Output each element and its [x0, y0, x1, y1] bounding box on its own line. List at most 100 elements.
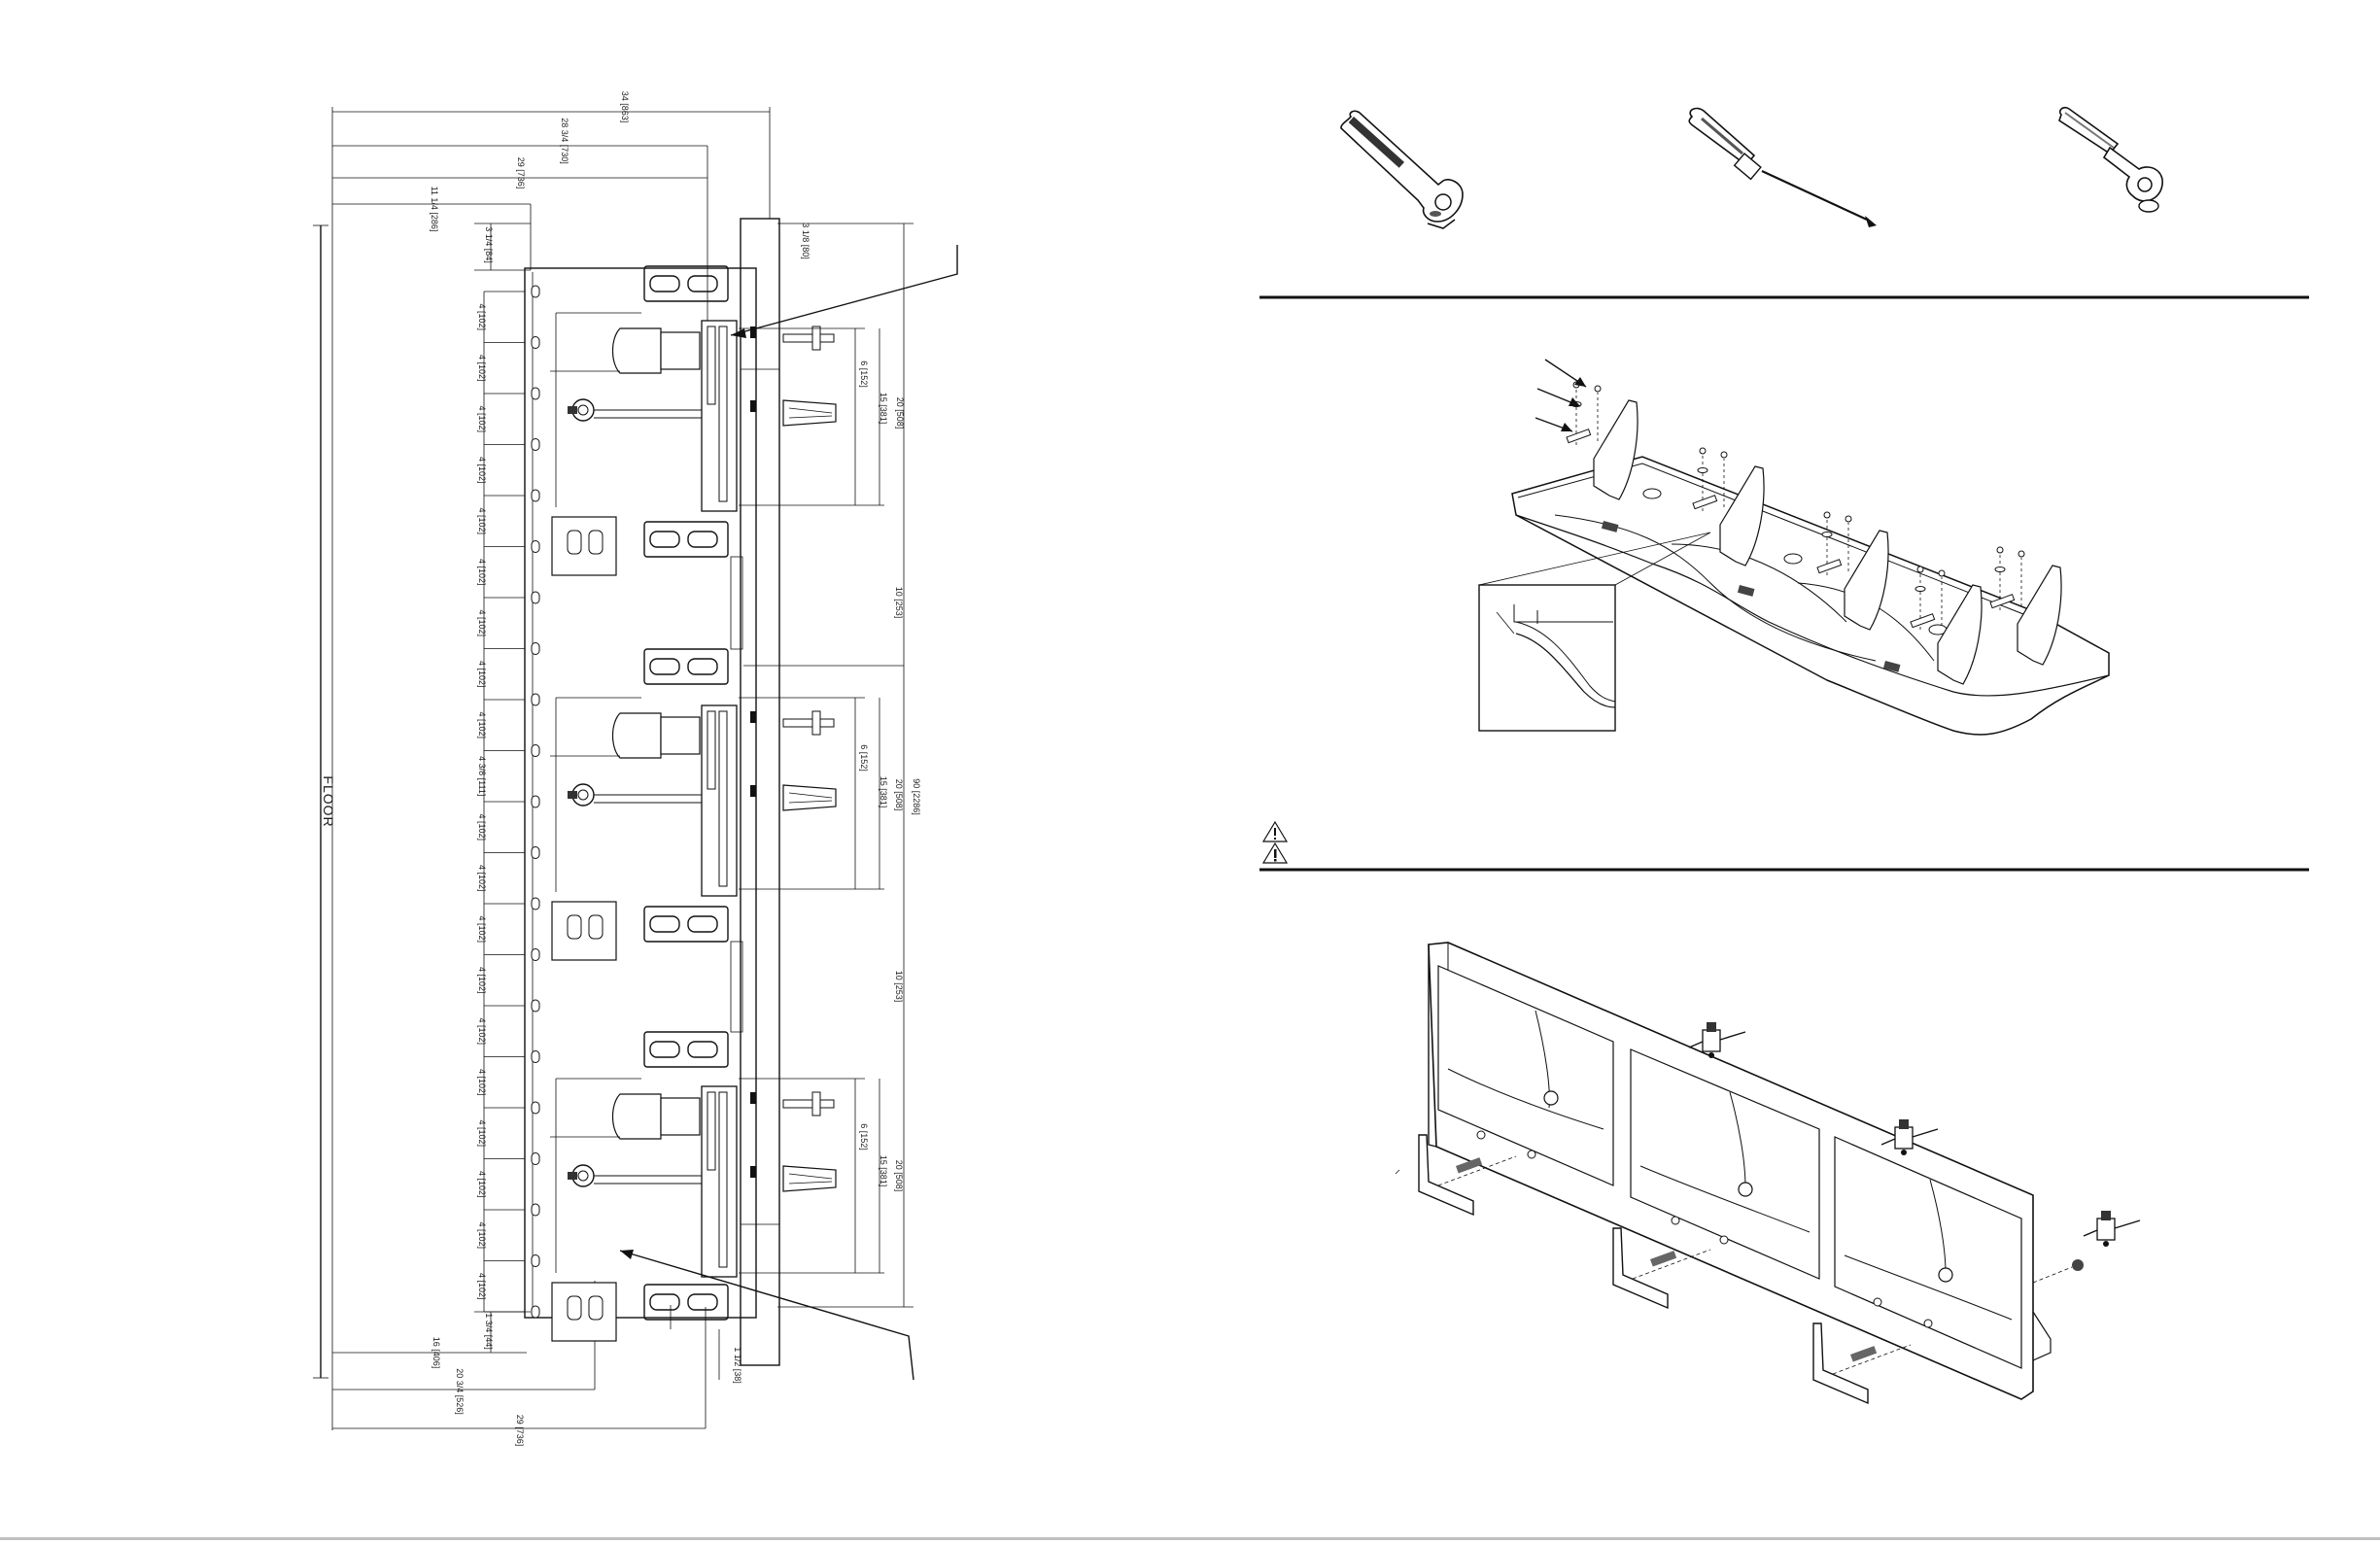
stud-spacing-label: 4 3/8 [111]	[477, 756, 487, 796]
stud-hole	[531, 438, 540, 451]
stud-hole	[531, 591, 540, 604]
dim-bottom-3: 29 [736]	[515, 1415, 525, 1447]
stud-hole	[531, 489, 540, 502]
tools-row	[1340, 106, 2163, 229]
dim-right-3: 15 [381]	[879, 393, 888, 425]
bracket-assembly-step	[1478, 359, 2110, 736]
plumbing-station	[550, 697, 837, 961]
dim-right-10: 20 [508]	[894, 1160, 904, 1192]
stud-hole	[531, 744, 540, 757]
l-brackets	[1566, 381, 2062, 685]
hanger-bracket-middle	[1612, 1227, 1669, 1310]
callout-leader-top	[730, 245, 958, 336]
l-bracket	[1816, 511, 1889, 631]
stud-spacing-label: 4 [102]	[477, 559, 487, 586]
stud-hole	[531, 387, 540, 400]
stud-hole	[531, 1101, 540, 1115]
electrical-outlet	[551, 1282, 617, 1342]
dim-right-1: 20 [508]	[895, 397, 905, 429]
stud-spacing-label: 4 [102]	[477, 1273, 487, 1300]
plumbing-station	[550, 312, 837, 576]
valve-fitting-2	[1880, 1119, 1939, 1155]
stud-spacing-label: 4 [102]	[477, 303, 487, 330]
stud-hole	[531, 1305, 540, 1319]
dim-right-5: 20 [508]	[894, 779, 904, 811]
hanger-bracket-left	[1418, 1134, 1474, 1217]
dim-bottom-5: 1 1/2 [38]	[733, 1347, 742, 1384]
dim-right-12: 15 [381]	[879, 1155, 888, 1187]
dim-right-9: 10 [253]	[894, 971, 904, 1003]
screwdriver-icon	[1688, 107, 1877, 227]
l-bracket	[1692, 447, 1765, 566]
callout-leader-bottom	[619, 1250, 914, 1381]
dim-top-2: 28 3/4 [730]	[560, 118, 569, 164]
stud-spacing-label: 4 [102]	[477, 507, 487, 534]
dim-right-7: 15 [381]	[879, 776, 888, 808]
plumbing-stations	[550, 312, 837, 1342]
stud-hole	[531, 897, 540, 910]
countertop-section	[740, 218, 780, 1366]
dim-right-2: 6 [152]	[859, 360, 869, 388]
valve-fitting-1	[1688, 1022, 1746, 1058]
stud-hole	[531, 999, 540, 1013]
dim-bottom-2: 20 3/4 [526]	[455, 1368, 465, 1415]
stud-spacing-label: 4 [102]	[477, 915, 487, 943]
dim-right-4: 10 [253]	[894, 587, 904, 619]
countertop-mounting-step	[1395, 942, 2141, 1405]
stud-spacing-label: 4 [102]	[477, 1069, 487, 1096]
dim-top-4: 11 1/4 [286]	[430, 187, 439, 232]
stud-hole	[531, 540, 540, 553]
wrench-icon	[1340, 110, 1464, 229]
stud-spacing-label: 4 [102]	[477, 405, 487, 432]
dim-top-6: 3 1/8 [80]	[801, 223, 811, 259]
dim-overall-width: 90 [2286]	[912, 778, 921, 815]
stud-spacing-label: 4 [102]	[477, 865, 487, 892]
dim-right-11: 6 [152]	[859, 1123, 869, 1150]
top-dimension-lines	[331, 107, 771, 1430]
dim-top-3: 29 [736]	[516, 157, 526, 189]
warning-triangle-icon	[1261, 820, 1289, 864]
stud-spacing-label: 4 [102]	[477, 813, 487, 841]
stud-hole	[531, 1050, 540, 1063]
stud-spacing-label: 4 [102]	[477, 1221, 487, 1249]
stud-hole	[531, 642, 540, 655]
dim-bottom-4: 1 3/4 [44]	[484, 1313, 494, 1350]
hanger-bracket-right	[1812, 1322, 1869, 1405]
right-dimension-lines	[739, 223, 914, 1308]
countertop	[1511, 456, 2110, 736]
dim-overall-height: 34 [863]	[620, 91, 630, 123]
dim-right-6: 6 [152]	[859, 744, 869, 772]
floor-label: FLOOR	[321, 775, 336, 827]
stud-hole	[531, 285, 540, 298]
wall-elevation: FLOOR 34 [863] 28 3/4 [730] 29 [736] 11 …	[313, 91, 958, 1447]
stud-hole	[531, 948, 540, 961]
stud-hole	[531, 1254, 540, 1267]
stud-hole	[531, 1152, 540, 1165]
socket-wrench-icon	[2058, 106, 2163, 213]
valve-fitting-3	[2083, 1211, 2141, 1247]
stud-spacing-label: 4 [102]	[477, 1119, 487, 1147]
stud-holes: 4 [102] 4 [102] 4 [102] 4 [102] 4 [102] 4 [10…	[477, 285, 540, 1319]
stud-spacing-label: 4 [102]	[477, 457, 487, 484]
l-bracket	[1910, 566, 1983, 685]
stud-spacing-label: 4 [102]	[477, 1017, 487, 1045]
electrical-outlet	[551, 516, 617, 576]
page-bottom-edge	[0, 1537, 2380, 1540]
plumbing-station	[550, 1078, 837, 1342]
stud-spacing-label: 4 [102]	[477, 661, 487, 688]
dim-bottom-1: 16 [406]	[431, 1337, 441, 1369]
electrical-outlet	[551, 901, 617, 961]
stud-hole	[531, 1203, 540, 1217]
stud-spacing-label: 4 [102]	[477, 355, 487, 382]
stud-hole	[531, 795, 540, 808]
stud-hole	[531, 336, 540, 349]
bottom-dimension-lines	[332, 1281, 720, 1429]
detail-callout-box	[1478, 584, 1616, 732]
stud-hole	[531, 693, 540, 706]
mounting-brackets	[643, 265, 743, 1321]
stud-spacing-label: 4 [102]	[477, 967, 487, 994]
stud-spacing-label: 4 [102]	[477, 1171, 487, 1198]
nut-icon	[2072, 1259, 2084, 1271]
